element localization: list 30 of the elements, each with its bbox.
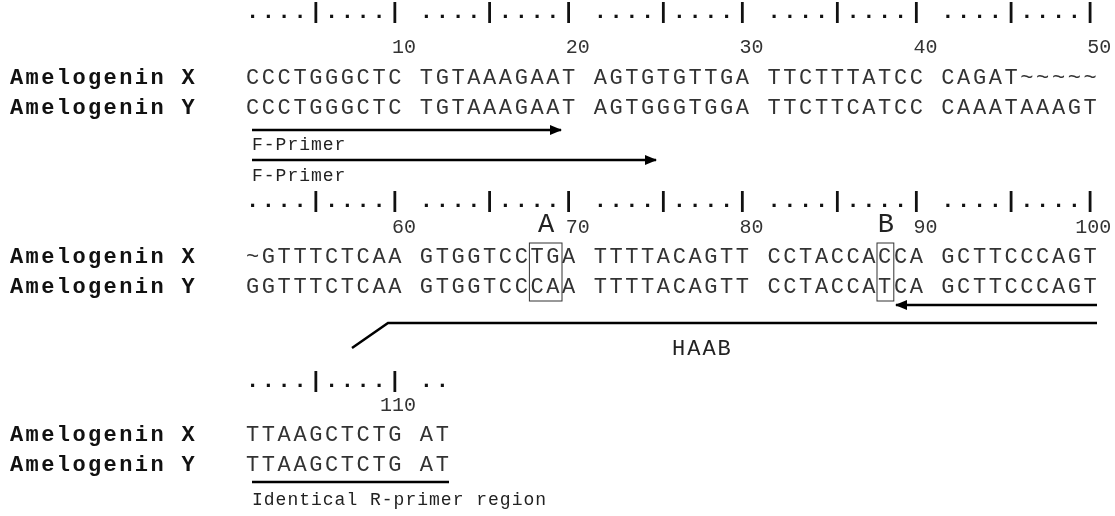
sequence-name: Amelogenin X (10, 425, 198, 447)
site-letter: B (877, 212, 894, 239)
sequence-text: CCCTGGGCTC TGTAAAGAAT AGTGTGTTGA TTCTTTATCC CAGAT~~~~~ (246, 68, 1100, 90)
position-number: 20 (565, 38, 590, 58)
position-number: 10 (392, 38, 416, 58)
position-number: 90 (913, 218, 938, 238)
position-number: 100 (1075, 218, 1112, 238)
sequence-name: Amelogenin X (10, 247, 198, 269)
site-letter: A (538, 212, 555, 239)
sequence-text: TTAAGCTCTG AT (246, 425, 452, 447)
position-number: 110 (380, 396, 416, 416)
ruler: ....|....| ....|....| ....|....| ....|....| ....|....| (246, 2, 1100, 24)
position-number: 50 (1087, 38, 1112, 58)
sequence-name: Amelogenin Y (10, 98, 198, 120)
sequence-name: Amelogenin Y (10, 455, 198, 477)
position-number: 30 (739, 38, 764, 58)
primer-label: F-Primer (252, 167, 347, 185)
primer-label: F-Primer (252, 136, 347, 154)
region-label: Identical R-primer region (252, 491, 548, 509)
sequence-name: Amelogenin Y (10, 277, 198, 299)
sequence-name: Amelogenin X (10, 68, 198, 90)
primer-label: HAAB (672, 339, 733, 361)
sequence-text: CCCTGGGCTC TGTAAAGAAT AGTGGGTGGA TTCTTCATCC CAAATAAAGT (246, 98, 1100, 120)
position-number: 80 (739, 218, 764, 238)
position-number: 40 (913, 38, 938, 58)
position-number: 70 (565, 218, 590, 238)
sequence-text: TTAAGCTCTG AT (246, 455, 452, 477)
ruler: ....|....| .. (246, 371, 452, 393)
position-number: 60 (392, 218, 416, 238)
ruler: ....|....| ....|....| ....|....| ....|....| ....|....| (246, 191, 1100, 213)
